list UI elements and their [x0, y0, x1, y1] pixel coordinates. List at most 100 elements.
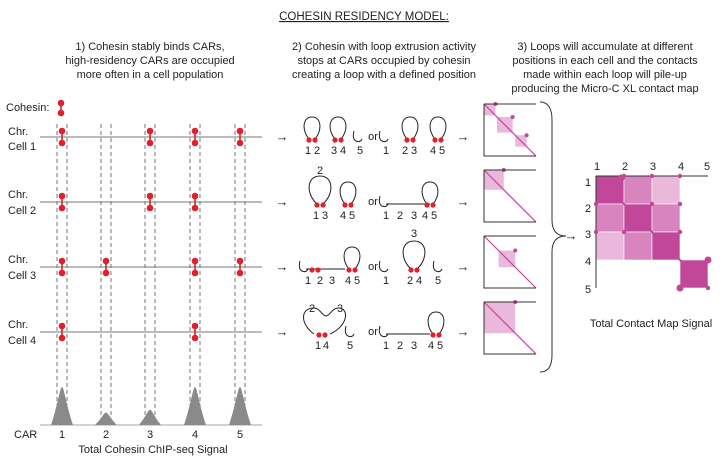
svg-text:2: 2	[585, 203, 591, 215]
cohesin-bead	[191, 192, 199, 200]
arrow-icon: →	[457, 259, 470, 274]
cell-label: Cell 1	[8, 141, 36, 153]
car-number: 5	[357, 145, 363, 157]
car-number: 4	[340, 145, 346, 157]
chromatin-end	[432, 260, 443, 273]
cohesin-bead	[236, 257, 244, 265]
col3-heading: 3) Loops will accumulate at different po…	[511, 41, 698, 95]
cohesin-dot	[410, 137, 416, 143]
car-number: 3	[411, 210, 417, 222]
contact-dot	[513, 248, 518, 253]
cohesin-dot	[338, 137, 344, 143]
arrow-icon: →	[276, 259, 289, 274]
cohesin-bead	[58, 139, 66, 147]
chip-caption: Total Cohesin ChIP-seq Signal	[78, 444, 227, 456]
total-contact-map	[593, 173, 712, 292]
cell-contact-maps	[483, 102, 537, 355]
cohesin-bead	[191, 127, 199, 135]
cohesin-bead	[146, 139, 154, 147]
map-frame	[483, 302, 536, 355]
arrow-to-total-map-icon: →	[565, 228, 578, 243]
svg-text:1: 1	[585, 177, 591, 189]
contact-dot	[649, 173, 655, 179]
contact-dot	[704, 256, 712, 264]
cohesin-bead	[146, 127, 154, 135]
arrow-icon: →	[457, 194, 470, 209]
cohesin-dot	[332, 137, 338, 143]
svg-text:producing the Micro-C XL conta: producing the Micro-C XL contact map	[511, 83, 698, 95]
cohesin-bead	[191, 269, 199, 277]
contact-dot	[676, 284, 684, 292]
car-number: 1	[383, 145, 389, 157]
cell-contact-map	[483, 235, 537, 289]
car-number: 3	[337, 303, 343, 315]
svg-text:5: 5	[704, 161, 710, 173]
cell-contact-map	[483, 300, 537, 355]
contact-dot	[649, 201, 655, 207]
cohesin-bead	[58, 127, 66, 135]
chip-peak	[139, 409, 161, 425]
cohesin-dot	[322, 332, 328, 338]
col1-heading: 1) Cohesin stably binds CARs, high-resid…	[65, 41, 234, 81]
svg-text:5: 5	[585, 284, 591, 296]
cohesin-dot	[320, 202, 326, 208]
cohesin-dot	[342, 202, 348, 208]
contact-dot	[593, 201, 599, 207]
cohesin-dot	[430, 332, 436, 338]
chromatin-end	[378, 195, 389, 208]
cohesin-legend-label: Cohesin:	[6, 102, 49, 114]
chr-label: Chr.	[8, 254, 28, 266]
car-number: 4	[345, 275, 351, 287]
svg-text:5: 5	[237, 429, 243, 441]
svg-text:2: 2	[622, 161, 628, 173]
car-number: 5	[431, 210, 437, 222]
car-number: 5	[439, 145, 445, 157]
arrow-icon: →	[276, 129, 289, 144]
svg-text:4: 4	[678, 161, 684, 173]
or-label: or	[368, 326, 378, 338]
map-diagonal	[483, 301, 537, 355]
car-number: 5	[347, 340, 353, 352]
cohesin-bead	[102, 257, 110, 265]
car-number: 2	[309, 303, 315, 315]
contact-dot	[617, 174, 625, 182]
or-label: or	[368, 131, 378, 143]
chromatin-loop	[427, 311, 445, 335]
svg-text:4: 4	[192, 429, 198, 441]
svg-text:2) Cohesin with loop extrusion: 2) Cohesin with loop extrusion activity	[292, 41, 477, 53]
svg-text:creating a loop with a defined: creating a loop with a defined position	[292, 69, 476, 81]
cohesin-dot	[309, 267, 315, 273]
chromatin-loop	[329, 116, 347, 140]
cell-contact-map	[483, 168, 537, 223]
chromatin-loop	[303, 116, 321, 140]
cohesin-bead	[146, 204, 154, 212]
chr-label: Chr.	[8, 319, 28, 331]
contact-cell	[623, 175, 653, 205]
svg-text:high-residency CARs are occupi: high-residency CARs are occupied	[65, 55, 234, 67]
cohesin-dot	[408, 267, 414, 273]
car-number: 2	[397, 340, 403, 352]
cohesin-dot	[432, 137, 438, 143]
map-diagonal	[483, 235, 537, 289]
total-map-axis-left: 1 2 3 4 5	[585, 177, 591, 296]
car-number: 3	[329, 275, 335, 287]
chromatin-loop	[308, 175, 332, 205]
contact-dot	[593, 229, 599, 235]
svg-text:3: 3	[650, 161, 656, 173]
car-number: 1	[315, 340, 321, 352]
arrows-right: → → → →	[457, 129, 470, 339]
map-diagonal	[483, 103, 537, 157]
svg-text:3: 3	[585, 229, 591, 241]
arrow-icon: →	[276, 194, 289, 209]
svg-text:2: 2	[103, 429, 109, 441]
cohesin-dot	[424, 202, 430, 208]
svg-text:1: 1	[59, 429, 65, 441]
car-number: 2	[317, 275, 323, 287]
cohesin-dot	[436, 332, 442, 338]
arrow-icon: →	[457, 129, 470, 144]
cohesin-dot	[352, 267, 358, 273]
cohesin-bead	[58, 192, 66, 200]
